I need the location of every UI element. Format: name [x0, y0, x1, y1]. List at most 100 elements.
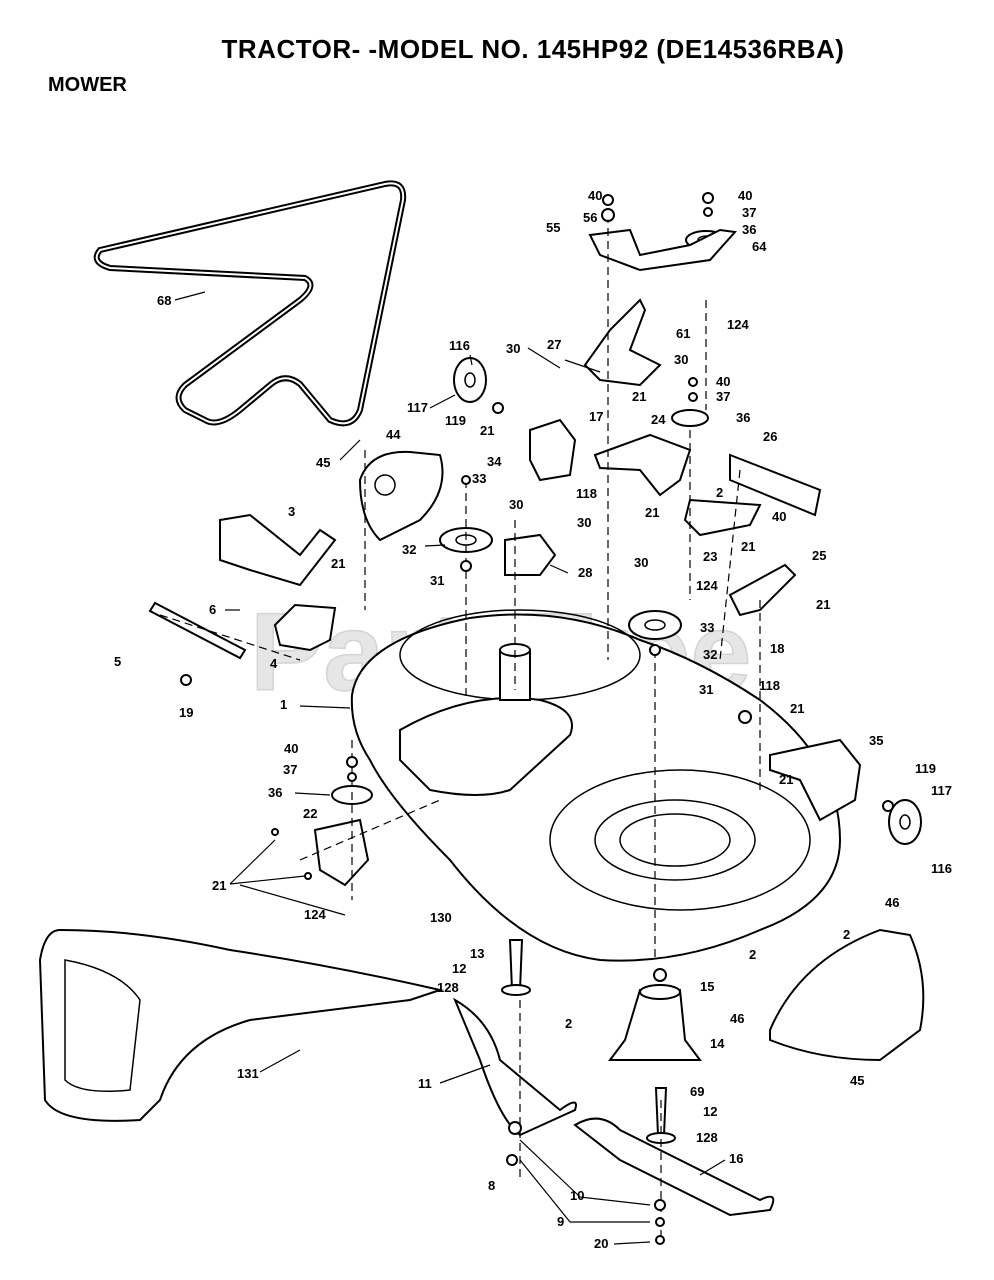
- callout: 21: [645, 505, 659, 520]
- deflector-45[interactable]: [769, 928, 925, 1062]
- callout-labels: 40 56 55 40 37 36 64 124 61 68 116 30 27…: [114, 188, 952, 1251]
- section-label: MOWER: [48, 74, 127, 96]
- bracket-22[interactable]: [313, 818, 370, 887]
- callout: 130: [430, 910, 452, 925]
- callout: 35: [869, 733, 883, 748]
- callout: 37: [716, 389, 730, 404]
- bracket-3[interactable]: [219, 513, 337, 587]
- bracket-35[interactable]: [769, 738, 862, 822]
- callout: 37: [283, 762, 297, 777]
- callout: 116: [931, 861, 952, 876]
- callout: 2: [749, 947, 756, 962]
- callout: 118: [576, 486, 597, 501]
- callout: 6: [209, 602, 216, 617]
- callout: 55: [546, 220, 560, 235]
- callout: 40: [716, 374, 730, 389]
- callout: 18: [770, 641, 784, 656]
- callout: 128: [696, 1130, 718, 1145]
- bracket-27[interactable]: [583, 298, 662, 387]
- pulley-36-mid[interactable]: [671, 409, 709, 427]
- callout: 40: [588, 188, 602, 203]
- callout: 36: [268, 785, 282, 800]
- callout: 68: [157, 293, 171, 308]
- rod-6[interactable]: [148, 601, 247, 660]
- callout: 30: [506, 341, 520, 356]
- callout: 40: [284, 741, 298, 756]
- callout: 15: [700, 979, 714, 994]
- callout: 24: [651, 412, 666, 427]
- callout: 117: [407, 400, 428, 415]
- hardware: [180, 192, 894, 1245]
- callout: 119: [915, 761, 936, 776]
- callout: 131: [237, 1066, 259, 1081]
- bracket-28[interactable]: [504, 533, 557, 576]
- callout: 124: [696, 578, 718, 593]
- callout: 40: [738, 188, 752, 203]
- roller-117-right[interactable]: [888, 799, 922, 845]
- callout: 116: [449, 338, 470, 353]
- bracket-24[interactable]: [593, 433, 692, 497]
- callout: 37: [742, 205, 756, 220]
- callout: 4: [270, 656, 278, 671]
- callout: 28: [578, 565, 592, 580]
- callout: 36: [736, 410, 750, 425]
- callout: 32: [703, 647, 717, 662]
- callout: 21: [632, 389, 646, 404]
- callout: 16: [729, 1151, 743, 1166]
- callout: 33: [472, 471, 486, 486]
- callout: 12: [703, 1104, 717, 1119]
- bracket-34[interactable]: [529, 418, 577, 482]
- callout: 124: [304, 907, 326, 922]
- callout: 11: [418, 1076, 432, 1091]
- callout: 32: [402, 542, 416, 557]
- spindle-14[interactable]: [608, 984, 702, 1061]
- callout: 21: [331, 556, 345, 571]
- callout: 21: [816, 597, 830, 612]
- bracket-55[interactable]: [588, 228, 738, 272]
- bracket-4[interactable]: [273, 603, 337, 652]
- callout: 31: [430, 573, 444, 588]
- callout: 30: [509, 497, 523, 512]
- callout: 21: [790, 701, 804, 716]
- callout: 13: [470, 946, 484, 961]
- spindle-shaft-69[interactable]: [646, 1087, 676, 1144]
- callout: 2: [565, 1016, 572, 1031]
- callout: 61: [676, 326, 690, 341]
- discharge-chute-131[interactable]: [38, 928, 444, 1122]
- callout: 21: [779, 772, 793, 787]
- bracket-23[interactable]: [683, 498, 762, 537]
- bracket-25[interactable]: [728, 563, 797, 617]
- blade-11[interactable]: [452, 997, 577, 1137]
- pulley-32-right[interactable]: [628, 610, 682, 640]
- callout: 56: [583, 210, 597, 225]
- page-title: TRACTOR- -MODEL NO. 145HP92 (DE14536RBA): [221, 34, 845, 64]
- callout: 64: [752, 239, 767, 254]
- roller-117-left[interactable]: [453, 357, 487, 403]
- callout: 2: [716, 485, 723, 500]
- callout: 36: [742, 222, 756, 237]
- blade-16[interactable]: [573, 1117, 775, 1217]
- callout: 30: [634, 555, 648, 570]
- mower-deck-1[interactable]: [350, 609, 842, 962]
- callout: 46: [730, 1011, 744, 1026]
- callout: 19: [179, 705, 193, 720]
- callout: 30: [674, 352, 688, 367]
- callout: 21: [212, 878, 226, 893]
- callout: 9: [557, 1214, 564, 1229]
- callout: 30: [577, 515, 591, 530]
- belt-68[interactable]: [93, 180, 407, 427]
- leader-lines: [174, 291, 726, 1245]
- callout: 119: [445, 413, 466, 428]
- callout: 45: [850, 1073, 864, 1088]
- callout: 34: [487, 454, 502, 469]
- bracket-26[interactable]: [729, 453, 822, 517]
- callout: 23: [703, 549, 717, 564]
- callout: 14: [710, 1036, 725, 1051]
- callout: 8: [488, 1178, 495, 1193]
- spindle-shaft-13[interactable]: [501, 939, 531, 996]
- callout: 12: [452, 961, 466, 976]
- callout: 26: [763, 429, 777, 444]
- callout: 5: [114, 654, 121, 669]
- belt-cover-44[interactable]: [358, 450, 444, 542]
